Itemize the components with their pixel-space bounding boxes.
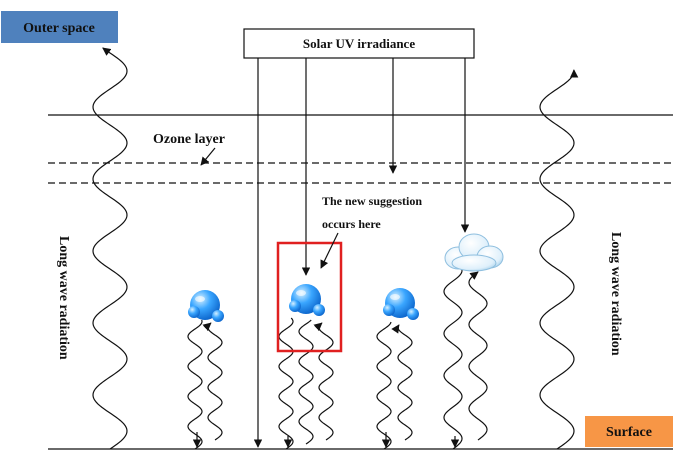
wave-layer bbox=[92, 47, 579, 450]
solar-uv-label: Solar UV irradiance bbox=[303, 36, 415, 51]
droplet-emission-wave bbox=[278, 317, 294, 450]
water-droplet-icon bbox=[289, 284, 325, 316]
outer-space-badge: Outer space bbox=[1, 11, 118, 43]
droplet-emission-wave bbox=[202, 322, 223, 441]
suggestion-label-line2: occurs here bbox=[322, 217, 381, 231]
water-droplet-icon bbox=[188, 290, 224, 322]
long-wave-radiation-right-label: Long wave radiation bbox=[608, 232, 623, 356]
solar-uv-source: Solar UV irradiance bbox=[243, 28, 475, 59]
outer-space-label: Outer space bbox=[23, 21, 95, 36]
droplet-emission-wave bbox=[391, 324, 413, 441]
suggestion-label-line1: The new suggestion bbox=[322, 194, 422, 208]
highlight-box bbox=[276, 241, 343, 353]
ozone-pointer-arrow bbox=[200, 147, 216, 166]
long-wave-radiation-left-label: Long wave radiation bbox=[56, 236, 71, 360]
long-wave-radiation-right-wave bbox=[539, 69, 579, 450]
outer-space-box bbox=[1, 11, 118, 43]
surface-label: Surface bbox=[606, 425, 652, 440]
long-wave-radiation-left-wave bbox=[92, 47, 128, 450]
cloud-emission-wave bbox=[443, 267, 463, 450]
cloud-icon bbox=[444, 233, 504, 272]
surface-badge: Surface bbox=[585, 416, 673, 447]
water-droplet-icon bbox=[383, 288, 419, 320]
solar-uv-box bbox=[243, 28, 475, 59]
droplet-emission-wave bbox=[298, 319, 314, 445]
surface-box bbox=[585, 416, 673, 447]
droplet-emission-wave bbox=[187, 319, 203, 450]
droplet-emission-wave bbox=[313, 322, 334, 441]
ozone-layer-label: Ozone layer bbox=[153, 132, 225, 147]
suggestion-pointer-arrow bbox=[320, 232, 339, 269]
cloud-emission-wave bbox=[468, 271, 488, 441]
droplet-emission-wave bbox=[376, 321, 392, 450]
